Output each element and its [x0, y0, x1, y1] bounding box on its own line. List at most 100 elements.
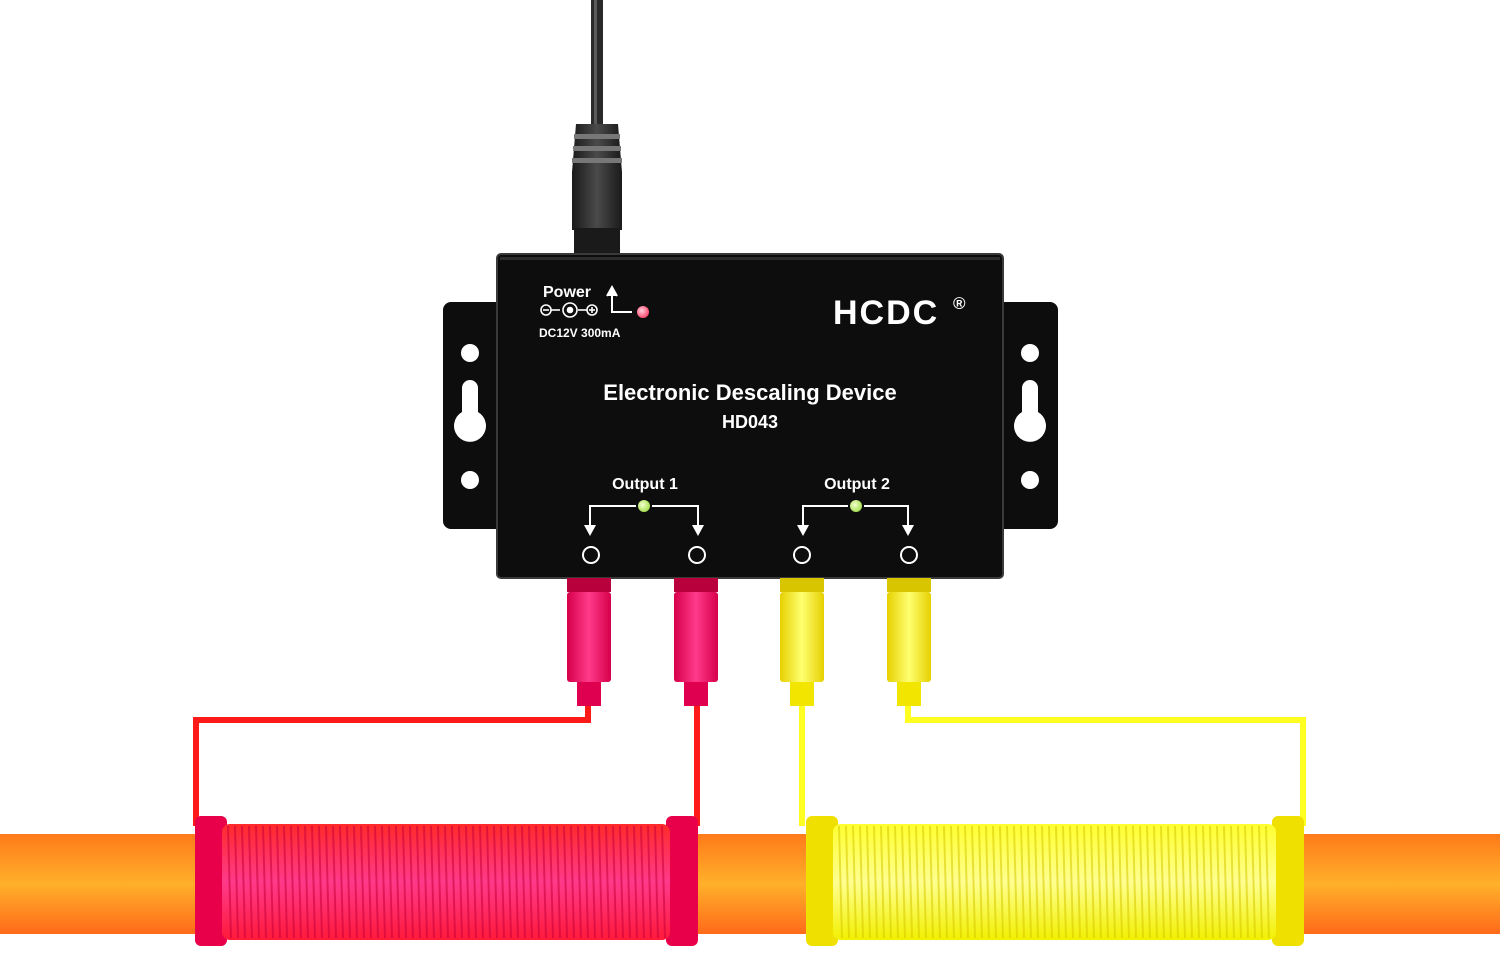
coil-turn	[297, 825, 302, 939]
output-1-socket-a	[582, 546, 600, 564]
coil-turn	[269, 825, 274, 939]
coil-turn	[549, 825, 554, 939]
coil-turn	[1104, 825, 1109, 939]
coil-turn	[922, 825, 927, 939]
coil-turn	[1139, 825, 1144, 939]
coil-turn	[880, 825, 885, 939]
coil-turn	[1265, 825, 1270, 939]
keyhole-slot-icon	[1013, 380, 1046, 442]
coil-turn	[451, 825, 456, 939]
coil-turn	[1090, 825, 1095, 939]
coil-turn	[409, 825, 414, 939]
output-1-coil	[195, 816, 698, 946]
coil-turn	[276, 825, 281, 939]
power-indicator-arrow-icon	[606, 284, 632, 313]
coil-turn	[1174, 825, 1179, 939]
coil-turn	[227, 825, 232, 939]
output-1-panel: Output 1	[582, 476, 706, 564]
coil-turn	[1188, 825, 1193, 939]
coil-turn	[402, 825, 407, 939]
coil-turn	[1069, 825, 1074, 939]
coil-turn	[444, 825, 449, 939]
coil-turn	[1216, 825, 1221, 939]
coil-turn	[374, 825, 379, 939]
coil-turn	[430, 825, 435, 939]
coil-turn	[318, 825, 323, 939]
coil-turn	[1167, 825, 1172, 939]
coil-turn	[493, 825, 498, 939]
coil-turn	[1055, 825, 1060, 939]
coil-turn	[255, 825, 260, 939]
coil-turn	[353, 825, 358, 939]
coil-turn	[290, 825, 295, 939]
coil-turn	[234, 825, 239, 939]
coil-turn	[1202, 825, 1207, 939]
device-model: HD043	[722, 412, 778, 432]
coil-turn	[584, 825, 589, 939]
coil-turn	[598, 825, 603, 939]
output-2-socket-a	[793, 546, 811, 564]
device-title: Electronic Descaling Device	[603, 380, 896, 405]
coil-turn	[985, 825, 990, 939]
coil-turn	[570, 825, 575, 939]
coil-turn	[1153, 825, 1158, 939]
coil-turn	[262, 825, 267, 939]
screw-hole-icon	[461, 344, 479, 362]
coil-turn	[1006, 825, 1011, 939]
coil-turn	[838, 825, 843, 939]
coil-turn	[521, 825, 526, 939]
coil-turn	[971, 825, 976, 939]
output-2-panel: Output 2	[793, 476, 918, 564]
power-spec: DC12V 300mA	[539, 326, 621, 340]
coil-turn	[416, 825, 421, 939]
output-2-coil	[806, 816, 1304, 946]
output-2-plug-a	[780, 578, 824, 706]
coil-turn	[388, 825, 393, 939]
coil-turn	[542, 825, 547, 939]
coil-turn	[325, 825, 330, 939]
coil-turn	[360, 825, 365, 939]
coil-turn	[472, 825, 477, 939]
coil-turn	[626, 825, 631, 939]
coil-turn	[528, 825, 533, 939]
coil-turn	[612, 825, 617, 939]
coil-turn	[1125, 825, 1130, 939]
coil-turn	[507, 825, 512, 939]
registered-mark: ®	[953, 294, 966, 313]
coil-turn	[1132, 825, 1137, 939]
coil-turn	[1251, 825, 1256, 939]
coil-turn	[591, 825, 596, 939]
coil-turn	[950, 825, 955, 939]
coil-turn	[437, 825, 442, 939]
coil-turn	[1111, 825, 1116, 939]
coil-turn	[1034, 825, 1039, 939]
output-1-label: Output 1	[612, 476, 678, 493]
power-label: Power	[543, 284, 591, 301]
coil-turn	[1181, 825, 1186, 939]
coil-turn	[458, 825, 463, 939]
coil-turn	[1160, 825, 1165, 939]
coil-turn	[619, 825, 624, 939]
coil-turn	[1083, 825, 1088, 939]
output-2-label: Output 2	[824, 476, 890, 493]
coil-turn	[873, 825, 878, 939]
coil-turn	[1013, 825, 1018, 939]
coil-turn	[605, 825, 610, 939]
brand-logo: HCDC	[833, 294, 939, 332]
coil-turn	[978, 825, 983, 939]
coil-turn	[1195, 825, 1200, 939]
coil-turn	[943, 825, 948, 939]
output-2-led	[850, 500, 862, 512]
mounting-bracket-left	[443, 302, 505, 529]
output-1-plug-b	[674, 578, 718, 706]
output-1-plug-a	[567, 578, 611, 706]
coil-turn	[908, 825, 913, 939]
coil-turn	[887, 825, 892, 939]
coil-turn	[283, 825, 288, 939]
coil-turn	[647, 825, 652, 939]
coil-turn	[500, 825, 505, 939]
coil-turn	[1223, 825, 1228, 939]
coil-turn	[1146, 825, 1151, 939]
coil-turn	[999, 825, 1004, 939]
